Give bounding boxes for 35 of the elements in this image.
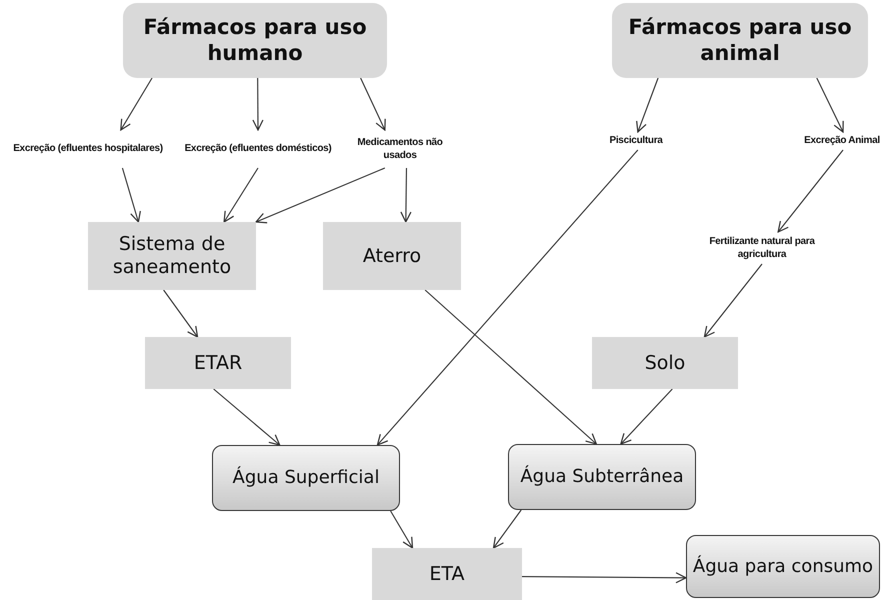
arrow <box>360 78 386 131</box>
arrow <box>376 150 638 446</box>
pathway-label: Excreção (efluentes domésticos) <box>178 130 338 168</box>
arrow <box>213 388 280 446</box>
arrow <box>255 168 386 224</box>
arrow <box>252 78 264 131</box>
pathway-label: Medicamentos não usados <box>346 130 454 168</box>
pathway-label: Fertilizante natural para agricultura <box>700 232 824 264</box>
arrow <box>390 510 414 549</box>
arrow <box>223 168 258 223</box>
water-body-box: Água para consumo <box>686 535 880 598</box>
pathway-label: Excreção Animal <box>790 132 894 150</box>
water-body-box: Água Superficial <box>212 445 400 511</box>
arrow <box>122 168 141 223</box>
process-box: Sistema de saneamento <box>88 222 256 290</box>
source-box: Fármacos para uso humano <box>123 3 387 78</box>
arrow <box>492 510 522 549</box>
process-box: ETAR <box>145 337 291 389</box>
arrow <box>778 150 844 233</box>
arrow <box>163 290 198 338</box>
arrow <box>400 168 412 223</box>
process-box: Solo <box>592 337 738 389</box>
arrow <box>120 78 153 131</box>
arrow <box>636 78 659 133</box>
arrow <box>522 572 687 584</box>
pathway-label: Piscicultura <box>590 132 682 150</box>
arrow <box>816 78 844 133</box>
arrow <box>620 388 673 445</box>
pathway-label: Excreção (efluentes hospitalares) <box>6 130 170 168</box>
water-body-box: Água Subterrânea <box>508 444 696 510</box>
arrow <box>704 264 762 338</box>
process-box: Aterro <box>323 222 461 290</box>
arrow <box>424 290 597 445</box>
source-box: Fármacos para uso animal <box>612 3 868 78</box>
process-box: ETA <box>372 548 522 600</box>
